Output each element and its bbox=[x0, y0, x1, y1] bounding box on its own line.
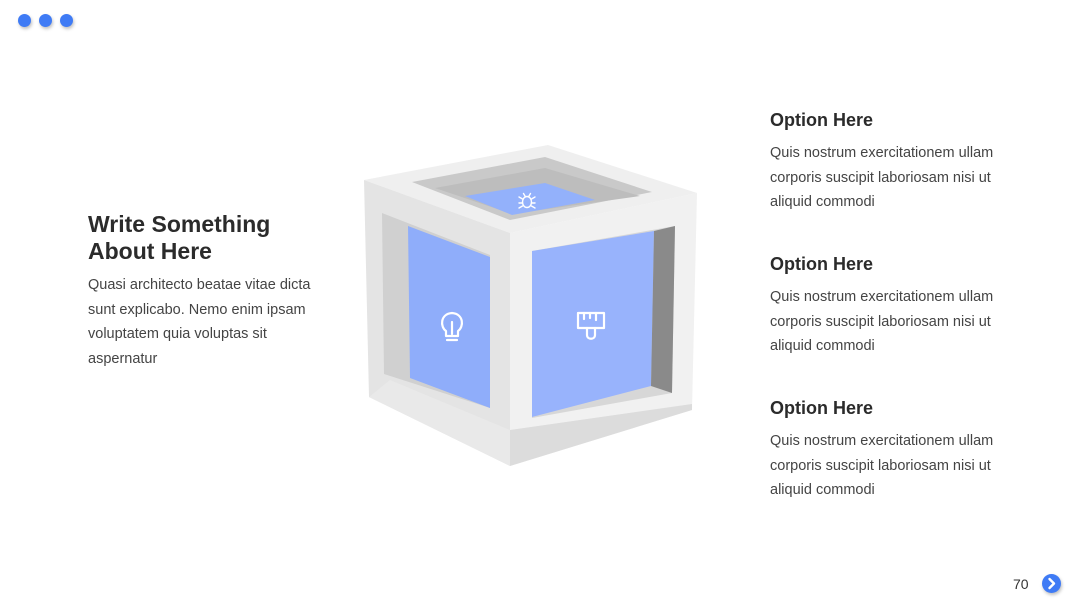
intro-block: Write Something About Here Quasi archite… bbox=[88, 211, 328, 371]
lightbulb-icon bbox=[440, 311, 464, 342]
slide-title: Write Something About Here bbox=[88, 211, 271, 264]
cube-graphic bbox=[364, 145, 697, 466]
options-list: Option Here Quis nostrum exercitationem … bbox=[770, 108, 1030, 540]
dot bbox=[39, 14, 52, 27]
dot bbox=[60, 14, 73, 27]
option-item: Option Here Quis nostrum exercitationem … bbox=[770, 252, 1030, 396]
option-text: Quis nostrum exercitationem ullam corpor… bbox=[770, 145, 994, 210]
next-slide-button[interactable] bbox=[1042, 574, 1061, 593]
dot bbox=[18, 14, 31, 27]
intro-text: Quasi architecto beatae vitae dicta sunt… bbox=[88, 277, 311, 367]
bug-icon bbox=[518, 192, 536, 209]
option-text: Quis nostrum exercitationem ullam corpor… bbox=[770, 289, 994, 354]
option-title: Option Here bbox=[770, 110, 874, 130]
option-title: Option Here bbox=[770, 398, 874, 418]
option-title: Option Here bbox=[770, 254, 874, 274]
decorative-dots bbox=[18, 14, 73, 27]
paint-brush-icon bbox=[576, 311, 606, 340]
page-number: 70 bbox=[1013, 576, 1029, 592]
cube-right-face bbox=[532, 231, 654, 417]
cube-illustration bbox=[360, 140, 700, 470]
option-text: Quis nostrum exercitationem ullam corpor… bbox=[770, 433, 994, 498]
option-item: Option Here Quis nostrum exercitationem … bbox=[770, 108, 1030, 252]
option-item: Option Here Quis nostrum exercitationem … bbox=[770, 396, 1030, 540]
cube-left-face bbox=[408, 226, 490, 408]
chevron-right-icon bbox=[1048, 577, 1056, 590]
